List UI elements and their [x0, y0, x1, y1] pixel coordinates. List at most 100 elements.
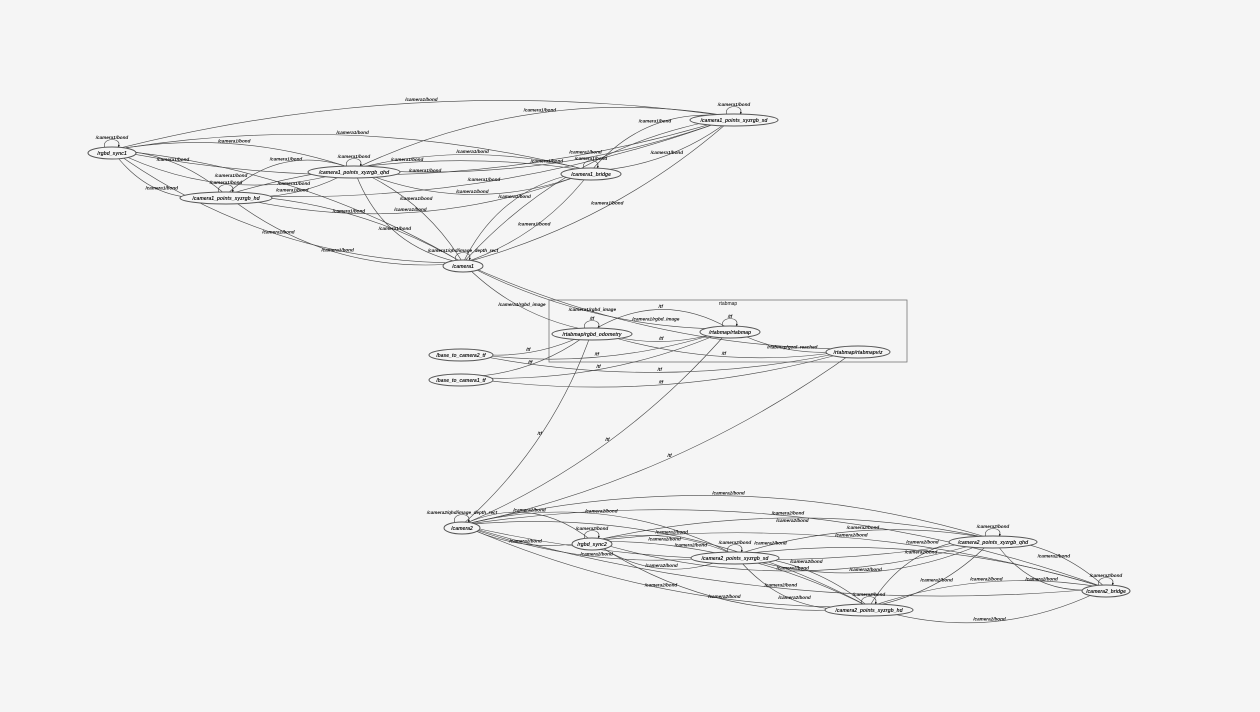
edge-camera2-bond[interactable] — [1098, 577, 1115, 587]
edge-camera2-bond[interactable] — [868, 538, 994, 608]
node-camera2[interactable]: /camera2 — [443, 521, 481, 535]
node-ellipse — [443, 521, 481, 535]
node-rtabmap-rtabmap[interactable]: /rtabmap/rtabmap — [699, 325, 761, 339]
edge-camera1-bond[interactable] — [225, 194, 464, 266]
edge-camera1-bond[interactable] — [353, 107, 735, 170]
edge-camera2-bond[interactable] — [868, 587, 1107, 624]
node-label: /camera1_points_xyzrgb_hd — [191, 196, 260, 202]
edge-label-group: /camera1/bond — [399, 196, 433, 201]
node-camera2-points-xyzrgb-hd[interactable]: /camera2_points_xyzrgb_hd — [824, 603, 914, 617]
node-rgbd-sync1[interactable]: /rgbd_sync1 — [87, 146, 137, 160]
edge-camera1-rgbd-image[interactable] — [462, 262, 593, 332]
node-rtabmap-rtabmapviz[interactable]: /rtabmap/rtabmapviz — [825, 345, 891, 359]
edge-camera2-bond[interactable] — [985, 528, 1002, 538]
edge-camera1-bond[interactable] — [111, 100, 735, 151]
edge-camera1-bond[interactable] — [353, 116, 735, 173]
edge-label: /camera1/rgbd_image — [631, 317, 680, 322]
edge-tf[interactable] — [460, 348, 859, 388]
edge-camera2-bond[interactable] — [461, 495, 994, 540]
node-ellipse — [825, 345, 891, 359]
edge-tf[interactable] — [461, 328, 731, 526]
edge-camera1-bond[interactable] — [462, 116, 735, 264]
edge-camera2-bond[interactable] — [727, 544, 744, 554]
edge-camera2-bond[interactable] — [461, 511, 593, 542]
edge-label-group: /tf — [658, 379, 664, 384]
edge-camera1-rgbd-image[interactable] — [462, 262, 731, 331]
node-camera2-points-xyzrgb-sd[interactable]: /camera2_points_xyzrgb_sd — [690, 551, 780, 565]
edge-camera2-qhd-image-depth-rect[interactable] — [454, 514, 471, 524]
node-camera1-points-xyzrgb-sd[interactable]: /camera1_points_xyzrgb_sd — [689, 113, 779, 127]
node-base-to-camera1-tf[interactable]: /base_to_camera1_tf — [428, 373, 494, 387]
node-label: /camera1_points_xyzrgb_qhd — [318, 170, 390, 176]
edge-camera1-bond[interactable] — [462, 170, 592, 264]
node-rtabmap-rgbd-odometry[interactable]: /rtabmap/rgbd_odometry — [551, 327, 633, 341]
edge-camera1-bond[interactable] — [111, 149, 355, 186]
edge-camera1-bond[interactable] — [218, 184, 235, 194]
edge-label: /camera1/bond — [523, 107, 557, 112]
node-camera1-points-xyzrgb-hd[interactable]: /camera1_points_xyzrgb_hd — [179, 191, 273, 205]
edge-camera1-bond[interactable] — [726, 106, 743, 116]
edge-camera1-bond[interactable] — [346, 158, 363, 168]
edge-tf[interactable] — [722, 318, 739, 328]
edge-camera1-bond[interactable] — [225, 170, 592, 215]
edge-camera1-bond[interactable] — [111, 142, 355, 170]
edge-label: /camera2/bond — [777, 595, 811, 600]
node-base-to-camera2-tf[interactable]: /base_to_camera2_tf — [428, 348, 494, 362]
edge-camera2-bond[interactable] — [461, 524, 870, 609]
edge-label: /camera2/qhd/image_depth_rect — [426, 510, 498, 515]
edge-camera1-bond[interactable] — [353, 154, 592, 172]
edge-path — [111, 148, 464, 264]
edge-camera1-bond[interactable] — [225, 159, 355, 196]
edge-tf[interactable] — [591, 309, 731, 332]
edge-camera1-bond[interactable] — [111, 149, 464, 265]
edge-camera1-bond[interactable] — [225, 116, 735, 198]
edge-camera1-bond[interactable] — [583, 160, 600, 170]
edge-camera2-bond[interactable] — [591, 538, 994, 572]
edge-label: /camera2/bond — [852, 592, 886, 597]
edge-tf[interactable] — [460, 328, 731, 360]
edge-camera1-bond[interactable] — [111, 148, 464, 264]
edge-label: /tf — [658, 379, 664, 384]
edge-camera2-bond[interactable] — [591, 532, 1107, 589]
edge-camera1-rgbd-image[interactable] — [462, 262, 859, 351]
edge-tf[interactable] — [584, 320, 601, 330]
edge-camera2-bond[interactable] — [461, 524, 1107, 597]
edge-tf[interactable] — [591, 330, 859, 359]
edge-tf[interactable] — [461, 330, 593, 526]
node-label: /camera2_points_xyzrgb_qhd — [957, 540, 1029, 546]
edge-camera1-bond[interactable] — [225, 160, 592, 196]
edge-camera1-bond[interactable] — [104, 139, 121, 149]
edge-label: /camera1/rgbd_image — [568, 307, 617, 312]
edge-camera2-bond[interactable] — [861, 596, 878, 606]
node-camera2-bridge[interactable]: /camera2_bridge — [1081, 584, 1131, 598]
edge-label-group: /tf — [666, 453, 672, 458]
edge-camera1-bond[interactable] — [111, 116, 735, 176]
edge-camera2-bond[interactable] — [461, 521, 870, 608]
edge-path — [591, 538, 994, 572]
edge-camera2-bond[interactable] — [584, 530, 601, 540]
node-camera1-points-xyzrgb-qhd[interactable]: /camera1_points_xyzrgb_qhd — [307, 165, 401, 179]
edge-tf[interactable] — [460, 348, 859, 373]
edge-camera2-bond[interactable] — [591, 517, 994, 542]
node-camera1-bridge[interactable]: /camera1_bridge — [560, 167, 622, 181]
edge-camera2-bond[interactable] — [461, 511, 736, 556]
edge-label-group: /camera1/bond — [390, 157, 424, 162]
edge-camera2-bond[interactable] — [591, 535, 736, 556]
node-camera1[interactable]: /camera1 — [442, 259, 484, 273]
edge-camera2-bond[interactable] — [868, 580, 1107, 608]
edge-camera1-bond[interactable] — [353, 168, 592, 195]
edge-camera2-bond[interactable] — [461, 509, 1107, 589]
edge-camera2-bond[interactable] — [734, 529, 994, 556]
node-label: /camera2_points_xyzrgb_sd — [701, 556, 770, 562]
edge-camera1-bond[interactable] — [111, 133, 592, 172]
edge-label: /camera2/bond — [976, 524, 1010, 529]
node-camera2-points-xyzrgb-qhd[interactable]: /camera2_points_xyzrgb_qhd — [948, 535, 1038, 549]
edge-camera1-bond[interactable] — [462, 116, 735, 264]
edge-label: /camera2/bond — [846, 525, 880, 530]
edge-camera2-bond[interactable] — [734, 538, 994, 574]
node-rgbd-sync2[interactable]: /rgbd_sync2 — [571, 537, 613, 551]
edge-tf[interactable] — [461, 348, 859, 526]
edge-camera2-bond[interactable] — [591, 540, 870, 611]
edge-tf[interactable] — [460, 328, 731, 379]
edge-camera1-bond[interactable] — [353, 168, 464, 264]
